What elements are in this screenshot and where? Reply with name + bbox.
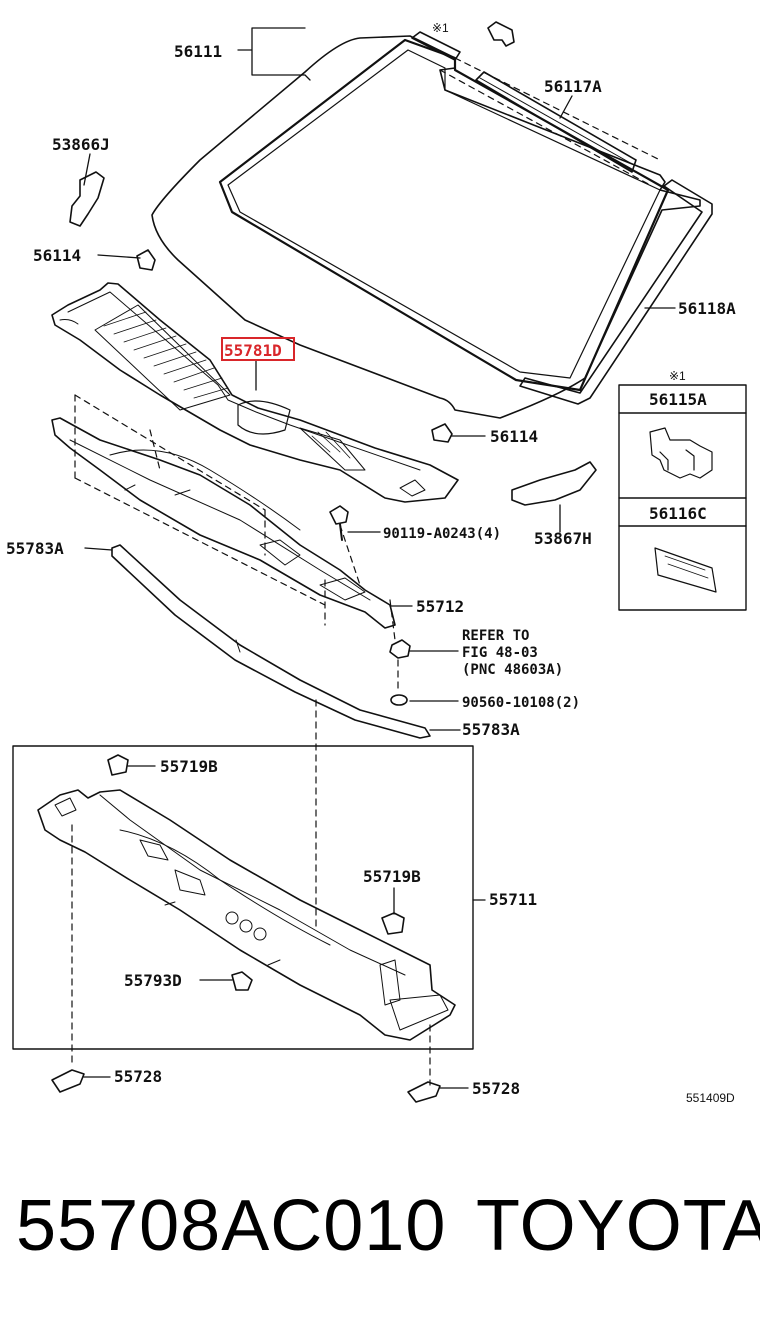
label-55781d: 55781D [224, 341, 282, 360]
label-refer-pnc: (PNC 48603A) [462, 662, 563, 678]
windshield-glass [151, 35, 701, 419]
label-56118a: 56118A [678, 299, 736, 318]
label-55783a-lower: 55783A [462, 720, 520, 739]
nut [389, 639, 411, 659]
bracket-55728-left [51, 1069, 85, 1093]
clip-55719b-upper [107, 754, 129, 776]
molding-56117a [475, 71, 637, 173]
label-56114-lower: 56114 [490, 427, 538, 446]
cowl-top-panel-55711 [37, 789, 456, 1041]
label-90119: 90119-A0243(4) [383, 526, 501, 542]
cowl-panel-55712 [51, 417, 396, 629]
clip-56114-lower [431, 423, 453, 443]
label-55793d: 55793D [124, 971, 182, 990]
label-55728-left: 55728 [114, 1067, 162, 1086]
clip-56115a-drawing [649, 427, 713, 479]
footer: 55708AC010 TOYOTA [0, 1185, 760, 1295]
top-clip [487, 21, 515, 47]
part-number: 55708AC010 [16, 1186, 447, 1266]
ref-mark-box: ※1 [669, 369, 686, 383]
clip-56114-upper [136, 249, 156, 271]
label-56111: 56111 [174, 42, 222, 61]
label-56114-upper: 56114 [33, 246, 81, 265]
label-55719b-lower: 55719B [363, 867, 421, 886]
brand-name: TOYOTA [476, 1186, 760, 1266]
label-refer-fig: FIG 48-03 [462, 645, 538, 661]
label-56116c: 56116C [649, 504, 707, 523]
highlight-box-55781d [221, 337, 295, 361]
clip-56116c-drawing [654, 547, 717, 593]
grommet-55793d [231, 971, 253, 991]
label-90560: 90560-10108(2) [462, 695, 580, 711]
label-53867h: 53867H [534, 529, 592, 548]
label-56117a: 56117A [544, 77, 602, 96]
label-55728-right: 55728 [472, 1079, 520, 1098]
figure-code: 551409D [686, 1091, 735, 1105]
dam-56118a [411, 31, 713, 405]
washer-90560 [390, 694, 408, 706]
bolt-90119 [329, 505, 349, 541]
clip-55719b-lower [381, 912, 405, 935]
label-53866j: 53866J [52, 135, 110, 154]
ref-mark-top: ※1 [432, 21, 449, 35]
bracket-53866j [69, 171, 105, 227]
label-55712: 55712 [416, 597, 464, 616]
cowl-panel-box [12, 745, 474, 1050]
label-refer-to: REFER TO [462, 628, 529, 644]
cowl-louver [51, 282, 459, 503]
label-55783a-upper: 55783A [6, 539, 64, 558]
bracket-55728-right [407, 1081, 441, 1103]
reference-inset-box [618, 384, 747, 611]
moulding-strip-55783a [111, 544, 431, 739]
label-55719b-upper: 55719B [160, 757, 218, 776]
label-55711: 55711 [489, 890, 537, 909]
bracket-53867h [511, 461, 597, 506]
label-56115a: 56115A [649, 390, 707, 409]
